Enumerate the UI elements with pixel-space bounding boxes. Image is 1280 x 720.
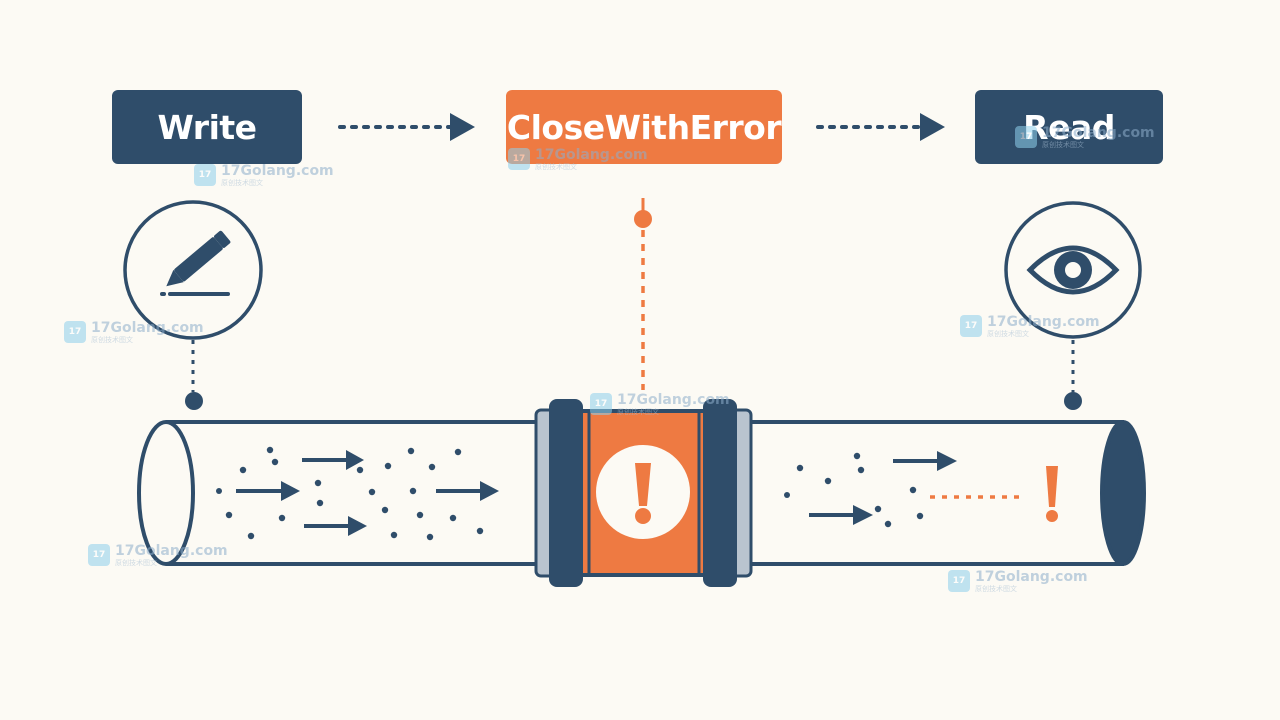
watermark-logo: 17 [88,544,110,566]
watermark-text: 17Golang.com [987,314,1100,330]
watermark-text: 17Golang.com [617,392,730,408]
watermark-subtext: 原创技术图文 [987,330,1029,338]
watermark-logo: 17 [960,315,982,337]
writer-connector [185,340,203,410]
data-particles-right [784,452,924,528]
watermark-subtext: 原创技术图文 [1042,141,1084,149]
watermark-text: 17Golang.com [975,569,1088,585]
reader-connector [1064,340,1082,410]
watermark-logo: 17 [1015,126,1037,148]
close-with-error-box: CloseWithError [506,90,782,164]
data-particles-left [216,446,484,541]
error-propagation [930,466,1058,522]
error-connector [634,198,652,390]
watermark-text: 17Golang.com [91,320,204,336]
watermark-subtext: 原创技术图文 [221,179,263,187]
writer-circle [123,200,263,340]
exclamation-icon [635,463,651,524]
write-box: Write [112,90,302,164]
watermark-subtext: 原创技术图文 [91,336,133,344]
watermark-logo: 17 [508,148,530,170]
pipe-right [748,420,1146,566]
flow-arrows-left [236,450,499,536]
flow-arrow-write-to-close [338,113,475,141]
pencil-icon [160,230,231,296]
watermark-text: 17Golang.com [115,543,228,559]
watermark-logo: 17 [590,393,612,415]
watermark-text: 17Golang.com [1042,125,1155,141]
reader-circle [1004,201,1142,339]
watermark-logo: 17 [948,570,970,592]
exclamation-icon [1046,466,1058,522]
flow-arrows-right [809,451,957,525]
flow-arrow-close-to-read [816,113,945,141]
watermark-subtext: 原创技术图文 [975,585,1017,593]
watermark-subtext: 原创技术图文 [115,559,157,567]
watermark-text: 17Golang.com [221,163,334,179]
watermark-logo: 17 [194,164,216,186]
watermark-subtext: 原创技术图文 [617,408,659,416]
watermark-text: 17Golang.com [535,147,648,163]
watermark-logo: 17 [64,321,86,343]
watermark-subtext: 原创技术图文 [535,163,577,171]
read-box: Read [975,90,1163,164]
error-valve [534,399,753,587]
eye-icon [1026,245,1120,295]
pipe-left [137,420,540,566]
